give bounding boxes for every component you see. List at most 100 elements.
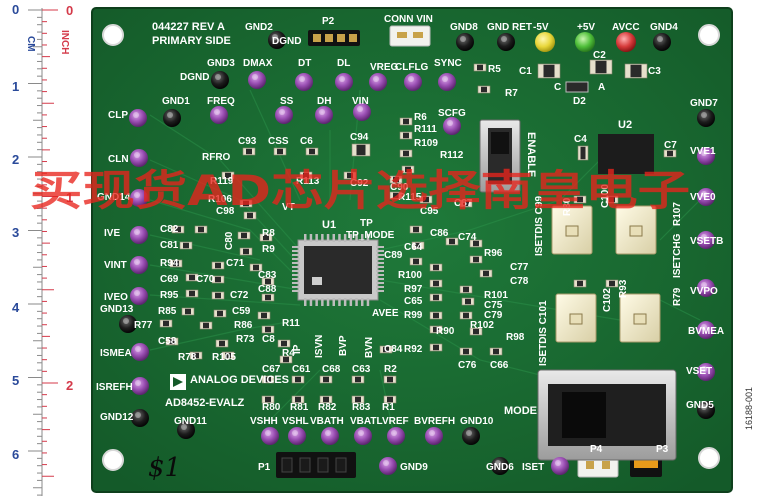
silkscreen-label-r77: R77 bbox=[134, 320, 153, 331]
smd-part-body bbox=[303, 172, 309, 179]
silkscreen-label-avee: AVEE bbox=[372, 308, 399, 319]
smd-part-body bbox=[473, 256, 479, 263]
silkscreen-label-c87: C87 bbox=[454, 198, 473, 209]
smd-part-body bbox=[630, 64, 642, 78]
smd-part-body bbox=[477, 64, 483, 71]
inch-number: 0 bbox=[66, 3, 73, 18]
silkscreen-label-r90: R90 bbox=[436, 326, 455, 337]
test-point bbox=[387, 427, 405, 445]
smd-part-body bbox=[483, 270, 489, 277]
smd-part-body bbox=[667, 150, 673, 157]
smd-part-body bbox=[323, 376, 329, 383]
silkscreen-label-r82: R82 bbox=[318, 402, 337, 413]
smd-part-body bbox=[387, 376, 393, 383]
test-point-highlight bbox=[134, 290, 140, 296]
smd-part-body bbox=[253, 264, 259, 271]
silkscreen-label-c88: C88 bbox=[258, 284, 277, 295]
silkscreen-label-c8: C8 bbox=[262, 334, 275, 345]
smd-part-body bbox=[189, 290, 195, 297]
smd-part-body bbox=[265, 326, 271, 333]
smd-part-body bbox=[433, 294, 439, 301]
silkscreen-label-r7: R7 bbox=[505, 88, 518, 99]
test-point bbox=[697, 321, 715, 339]
smd-part-body bbox=[433, 344, 439, 351]
test-point bbox=[275, 106, 293, 124]
silkscreen-label-r98: R98 bbox=[506, 332, 525, 343]
silkscreen-label-gnd12: GND12 bbox=[100, 412, 134, 423]
ruler-inch-ticks bbox=[42, 9, 58, 477]
silkscreen-label-dt: DT bbox=[298, 58, 311, 69]
silkscreen-label-vref: VREF bbox=[382, 416, 409, 427]
test-point bbox=[491, 457, 509, 475]
test-point bbox=[653, 33, 671, 51]
test-point-highlight bbox=[408, 76, 414, 82]
silkscreen-label-r85: R85 bbox=[158, 306, 177, 317]
header-p3 bbox=[630, 457, 662, 477]
silkscreen-label-c2: C2 bbox=[593, 50, 606, 61]
silkscreen-label-c89: C89 bbox=[384, 250, 403, 261]
silkscreen-label-gnd2: GND2 bbox=[245, 22, 273, 33]
silkscreen-label-dmax: DMAX bbox=[243, 58, 273, 69]
smd-part-body bbox=[493, 348, 499, 355]
smd-components bbox=[159, 59, 677, 404]
silkscreen-label-c66: C66 bbox=[490, 360, 509, 371]
test-point bbox=[697, 231, 715, 249]
silkscreen-label-p4: P4 bbox=[590, 444, 603, 455]
silkscreen-label-dh: DH bbox=[317, 96, 331, 107]
silkscreen-label-c59: C59 bbox=[232, 306, 251, 317]
test-point bbox=[130, 189, 148, 207]
test-point bbox=[211, 71, 229, 89]
smd-part-body bbox=[225, 172, 231, 179]
smd-part-body bbox=[463, 312, 469, 319]
cm-number: 5 bbox=[12, 373, 19, 388]
test-point-highlight bbox=[357, 106, 363, 112]
test-point bbox=[288, 427, 306, 445]
smd-part-body bbox=[449, 238, 455, 245]
silkscreen-label-r30: R30 bbox=[562, 197, 573, 216]
test-point-highlight bbox=[339, 76, 345, 82]
smd-part-body bbox=[198, 226, 204, 233]
header-p2 bbox=[308, 30, 360, 46]
silkscreen-label-bvn: BVN bbox=[364, 337, 375, 358]
silkscreen-label-gnd5: GND5 bbox=[686, 400, 714, 411]
silkscreen-label-r101: R101 bbox=[484, 290, 508, 301]
smd-part-body bbox=[323, 396, 329, 403]
smd-part-body bbox=[243, 200, 249, 207]
silkscreen-label-gnd14: GND14 bbox=[97, 192, 131, 203]
test-point-highlight bbox=[391, 430, 397, 436]
smd-part-body bbox=[433, 312, 439, 319]
smd-part-body bbox=[413, 258, 419, 265]
potentiometer bbox=[615, 205, 657, 255]
silkscreen-label-r86: R86 bbox=[234, 320, 253, 331]
smd-part-body bbox=[355, 396, 361, 403]
test-point bbox=[315, 106, 333, 124]
test-point bbox=[354, 427, 372, 445]
mounting-holes bbox=[102, 24, 720, 471]
smd-part-body bbox=[215, 276, 221, 283]
silkscreen-label-c65: C65 bbox=[404, 296, 423, 307]
test-point-highlight bbox=[134, 192, 140, 198]
test-point bbox=[131, 343, 149, 361]
smd-part-body bbox=[433, 280, 439, 287]
smd-part-body bbox=[169, 338, 175, 345]
silkscreen-label-r93: R93 bbox=[618, 279, 629, 298]
smd-part-body bbox=[295, 396, 301, 403]
smd-part-body bbox=[261, 312, 267, 319]
test-point bbox=[129, 109, 147, 127]
test-point bbox=[697, 279, 715, 297]
smd-part-body bbox=[283, 356, 289, 363]
silkscreen-label-gnd-ret: GND RET bbox=[487, 22, 532, 33]
test-point-highlight bbox=[252, 74, 258, 80]
test-point bbox=[456, 33, 474, 51]
smd-part-body bbox=[463, 286, 469, 293]
analog-devices-logo bbox=[170, 374, 186, 390]
test-point-highlight bbox=[358, 430, 364, 436]
test-point-highlight bbox=[429, 430, 435, 436]
silkscreen-label-r4: R4 bbox=[282, 348, 295, 359]
silkscreen-label-isvn: ISVN bbox=[314, 335, 325, 358]
silkscreen-label-c7: C7 bbox=[664, 140, 677, 151]
silkscreen-label-isrefh: ISREFH bbox=[96, 382, 133, 393]
silkscreen-label-gnd6: GND6 bbox=[486, 462, 514, 473]
silkscreen-label-sync: SYNC bbox=[434, 58, 462, 69]
